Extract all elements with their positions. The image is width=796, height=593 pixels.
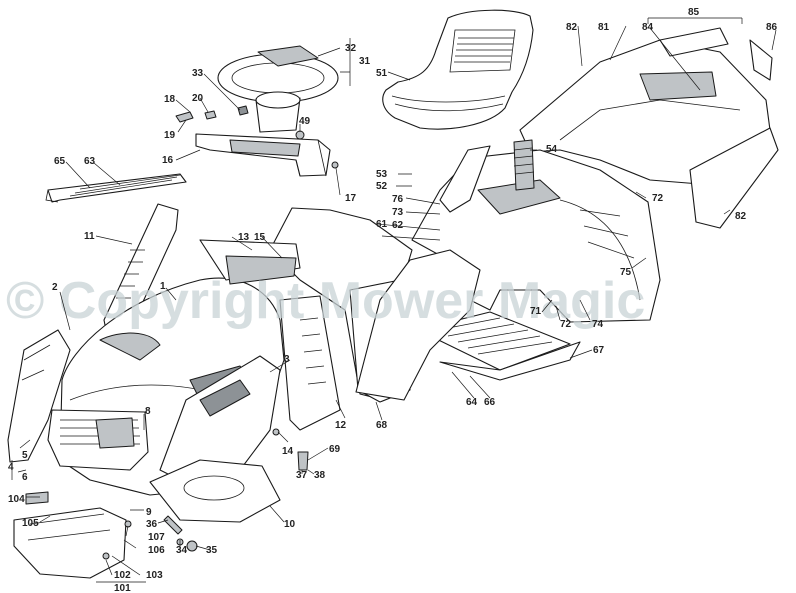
label-102: 102 xyxy=(114,570,131,581)
label-81: 81 xyxy=(598,22,610,33)
label-51: 51 xyxy=(376,68,388,79)
label-106: 106 xyxy=(148,545,165,556)
seat-spring-part xyxy=(439,139,535,213)
steering-wheel-part xyxy=(217,45,339,133)
small-hardware xyxy=(175,105,339,169)
label-18: 18 xyxy=(164,94,176,105)
label-52: 52 xyxy=(376,181,388,192)
label-76: 76 xyxy=(392,194,404,205)
part-labels: 32 31 33 18 20 19 49 16 65 63 17 51 82 8… xyxy=(8,7,778,593)
label-13: 13 xyxy=(238,232,250,243)
label-49: 49 xyxy=(299,116,311,127)
label-68: 68 xyxy=(376,420,388,431)
label-105: 105 xyxy=(22,518,39,529)
label-14: 14 xyxy=(282,446,294,457)
label-101: 101 xyxy=(114,583,131,593)
bolts xyxy=(102,428,309,560)
grille-part xyxy=(45,173,187,203)
left-fender xyxy=(7,329,71,463)
label-84: 84 xyxy=(642,22,654,33)
label-66: 66 xyxy=(484,397,496,408)
label-38: 38 xyxy=(314,470,326,481)
label-107: 107 xyxy=(148,532,165,543)
label-86: 86 xyxy=(766,22,778,33)
label-1: 1 xyxy=(160,281,166,292)
label-9: 9 xyxy=(146,507,152,518)
label-37: 37 xyxy=(296,470,308,481)
dashboard-part xyxy=(195,133,331,177)
lower-side-part xyxy=(159,355,281,481)
label-34: 34 xyxy=(176,545,188,556)
label-33: 33 xyxy=(192,68,204,79)
label-72-center: 72 xyxy=(560,319,572,330)
watermark-text: © Copyright Mower Magic xyxy=(6,272,645,330)
label-5: 5 xyxy=(22,450,28,461)
label-67: 67 xyxy=(593,345,605,356)
leader-lines xyxy=(11,17,777,583)
label-82-right: 82 xyxy=(735,211,747,222)
label-2: 2 xyxy=(52,282,58,293)
label-69: 69 xyxy=(329,444,341,455)
label-15: 15 xyxy=(254,232,266,243)
front-grille xyxy=(47,409,149,471)
label-71: 71 xyxy=(530,306,542,317)
label-64: 64 xyxy=(466,397,478,408)
label-72-right: 72 xyxy=(652,193,664,204)
floor-mat-part xyxy=(417,311,581,381)
label-54: 54 xyxy=(546,144,558,155)
label-10: 10 xyxy=(284,519,296,530)
label-85: 85 xyxy=(688,7,700,18)
label-74: 74 xyxy=(592,319,604,330)
label-103: 103 xyxy=(146,570,163,581)
seat-part xyxy=(382,9,534,130)
label-65: 65 xyxy=(54,156,66,167)
label-75: 75 xyxy=(620,267,632,278)
label-16: 16 xyxy=(162,155,174,166)
label-4: 4 xyxy=(8,462,14,473)
label-31: 31 xyxy=(359,56,371,67)
label-32: 32 xyxy=(345,43,357,54)
label-8: 8 xyxy=(145,406,151,417)
label-17: 17 xyxy=(345,193,357,204)
rear-body-part xyxy=(519,27,779,229)
front-bumper xyxy=(13,491,127,579)
label-104: 104 xyxy=(8,494,25,505)
footwell-part xyxy=(149,459,281,523)
label-12: 12 xyxy=(335,420,347,431)
label-11: 11 xyxy=(84,231,95,242)
right-fender-part xyxy=(355,249,481,401)
label-63: 63 xyxy=(84,156,96,167)
label-61: 61 xyxy=(376,219,388,230)
label-82-top: 82 xyxy=(566,22,578,33)
label-36: 36 xyxy=(146,519,158,530)
label-19: 19 xyxy=(164,130,176,141)
label-20: 20 xyxy=(192,93,204,104)
label-53: 53 xyxy=(376,169,388,180)
label-3: 3 xyxy=(284,354,290,365)
label-6: 6 xyxy=(22,472,28,483)
label-73: 73 xyxy=(392,207,404,218)
label-35: 35 xyxy=(206,545,218,556)
label-62: 62 xyxy=(392,220,404,231)
